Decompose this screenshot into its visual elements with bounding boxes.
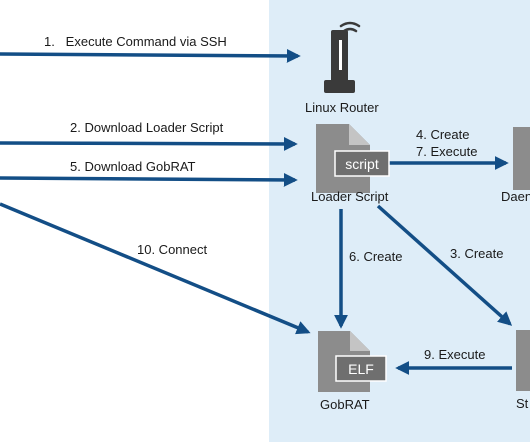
step6-label: 6. Create [349,249,402,264]
arrow-step1 [0,48,301,63]
step5-label: 5. Download GobRAT [70,159,196,174]
arrow-step10 [0,202,311,335]
step3-label: 3. Create [450,246,503,261]
step4-label: 4. Create [416,127,469,142]
script-file-icon [316,124,390,193]
arrow-step3 [376,204,513,326]
gobrat-label: GobRAT [320,397,370,412]
step2-label: 2. Download Loader Script [70,120,224,135]
elf-badge-text: ELF [348,361,374,377]
step9-label: 9. Execute [424,347,485,362]
router-label: Linux Router [305,100,379,115]
victim-zone-background [269,0,530,442]
step7-label: 7. Execute [416,144,477,159]
arrow-step5 [0,172,298,187]
step10-label: 10. Connect [137,242,207,257]
daemon-label: Daen [501,189,530,204]
arrow-step2 [0,136,298,151]
loader-script-label: Loader Script [311,189,389,204]
router-icon [324,21,361,93]
step1-label: 1. Execute Command via SSH [44,34,227,49]
script-badge-text: script [345,156,379,172]
elf-file-icon [318,331,387,392]
startup-file-icon [516,330,530,391]
daemon-file-icon [513,127,530,190]
startup-label: St [516,396,529,411]
arrows [0,48,513,375]
